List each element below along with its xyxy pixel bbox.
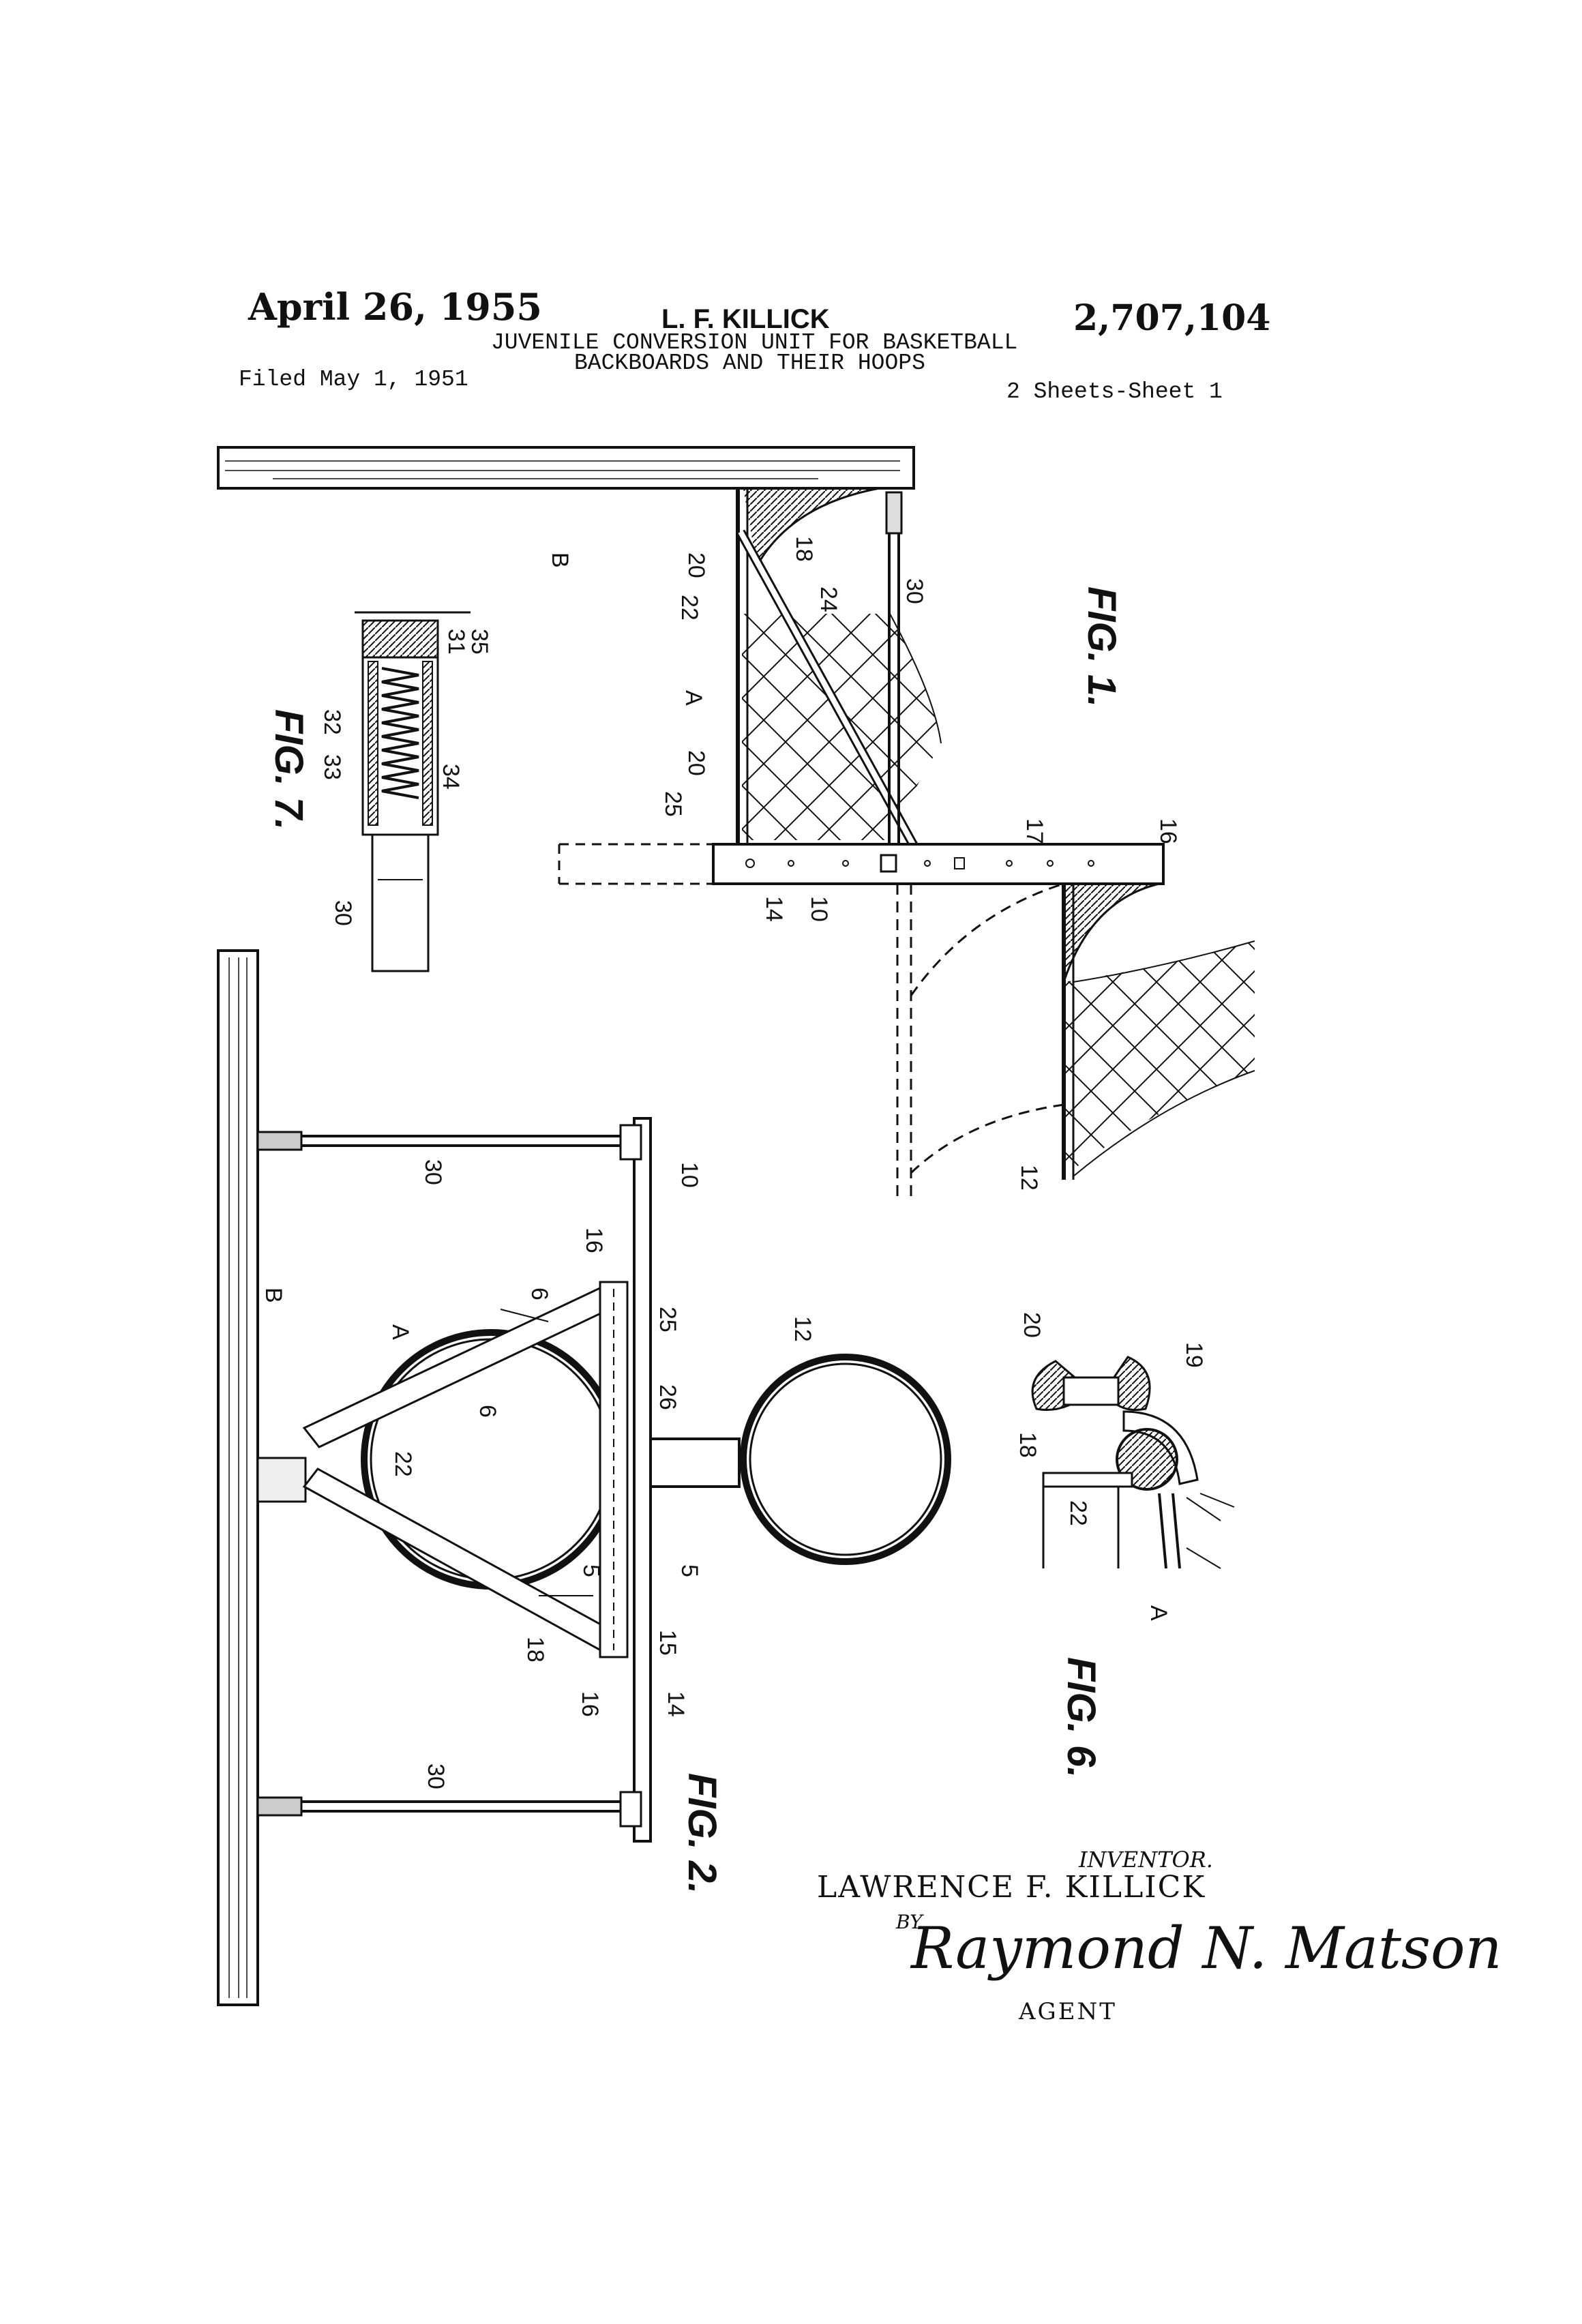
ref-numeral: 10	[806, 896, 832, 922]
inventor-label: INVENTOR.	[1079, 1847, 1213, 1873]
fig2-brace-22	[304, 1286, 618, 1447]
ref-numeral: 20	[1019, 1312, 1045, 1338]
fig6-drawing	[1032, 1357, 1234, 1568]
ref-numeral: 22	[676, 595, 702, 621]
ref-numeral: A	[1146, 1605, 1171, 1621]
fig2-frame-10	[634, 1118, 651, 1841]
ref-numeral: A	[387, 1324, 413, 1340]
ref-numeral: 30	[420, 1159, 446, 1185]
ref-numeral: 6	[526, 1287, 552, 1300]
inventor-name: LAWRENCE F. KILLICK	[817, 1870, 1206, 1905]
fig7-cap-35	[363, 621, 438, 657]
ref-numeral: 15	[655, 1630, 681, 1656]
ref-numeral: 18	[1015, 1432, 1041, 1458]
ref-numeral: 14	[761, 896, 787, 922]
ref-numeral: 34	[438, 764, 464, 790]
ref-numeral: 5	[676, 1564, 702, 1577]
ref-numeral: 12	[790, 1316, 816, 1342]
ref-numeral: 32	[319, 709, 345, 735]
ref-numeral: 17	[1021, 818, 1047, 844]
ref-numeral: 30	[330, 900, 356, 926]
fig1-frame-10	[713, 844, 1163, 884]
ref-numeral: B	[547, 552, 573, 568]
ref-numeral: 25	[660, 791, 686, 817]
fig2-hoop-12	[743, 1357, 948, 1562]
ref-numeral: 20	[683, 552, 709, 578]
fig7-label: FIG. 7.	[267, 709, 311, 830]
ref-numeral: 19	[1181, 1342, 1207, 1368]
ref-numeral: 16	[581, 1227, 607, 1253]
fig1-net-12	[1064, 941, 1262, 1187]
ref-numeral: 20	[683, 750, 709, 776]
agent-label: AGENT	[1019, 1998, 1117, 2025]
ref-numeral: 31	[443, 629, 469, 655]
ref-numeral: 22	[1065, 1500, 1091, 1526]
ref-numeral: 6	[475, 1405, 501, 1418]
ref-numeral: 30	[423, 1763, 449, 1789]
fig2-label: FIG. 2.	[680, 1773, 724, 1894]
fig1-label: FIG. 1.	[1079, 586, 1124, 707]
fig1-backboard	[218, 447, 914, 488]
fig2-drawing	[218, 951, 948, 2005]
fig7-rod-30	[372, 835, 428, 971]
fig6-label: FIG. 6.	[1059, 1657, 1103, 1778]
ref-numeral: 18	[791, 536, 817, 562]
ref-numeral: 18	[522, 1637, 548, 1663]
ref-numeral: 16	[577, 1691, 603, 1717]
ref-numeral: 10	[676, 1162, 702, 1188]
ref-numeral: 22	[390, 1451, 416, 1477]
ref-numeral: 5	[578, 1564, 604, 1577]
ref-numeral: 14	[663, 1691, 689, 1717]
fig2-ref-numerals: 30 10 B 16 6 A 25 26 12 22 5 5 15 6 18 1…	[260, 1159, 816, 1894]
fig1-net-a	[742, 614, 946, 846]
ref-numeral: 35	[466, 629, 492, 655]
ref-numeral: 16	[1155, 818, 1181, 844]
fig2-backboard	[218, 951, 258, 2005]
ref-numeral: A	[681, 690, 706, 706]
fig7-drawing	[355, 612, 471, 971]
fig1-rod-30	[886, 492, 901, 533]
ref-numeral: 24	[816, 586, 841, 612]
ref-numeral: 30	[901, 578, 927, 604]
ref-numeral: 25	[655, 1307, 681, 1332]
ref-numeral: 26	[655, 1384, 681, 1410]
ref-numeral: 33	[319, 754, 345, 780]
ref-numeral: 12	[1016, 1165, 1042, 1191]
ref-numeral: B	[260, 1287, 286, 1303]
agent-signature: Raymond N. Matson	[911, 1915, 1502, 1982]
